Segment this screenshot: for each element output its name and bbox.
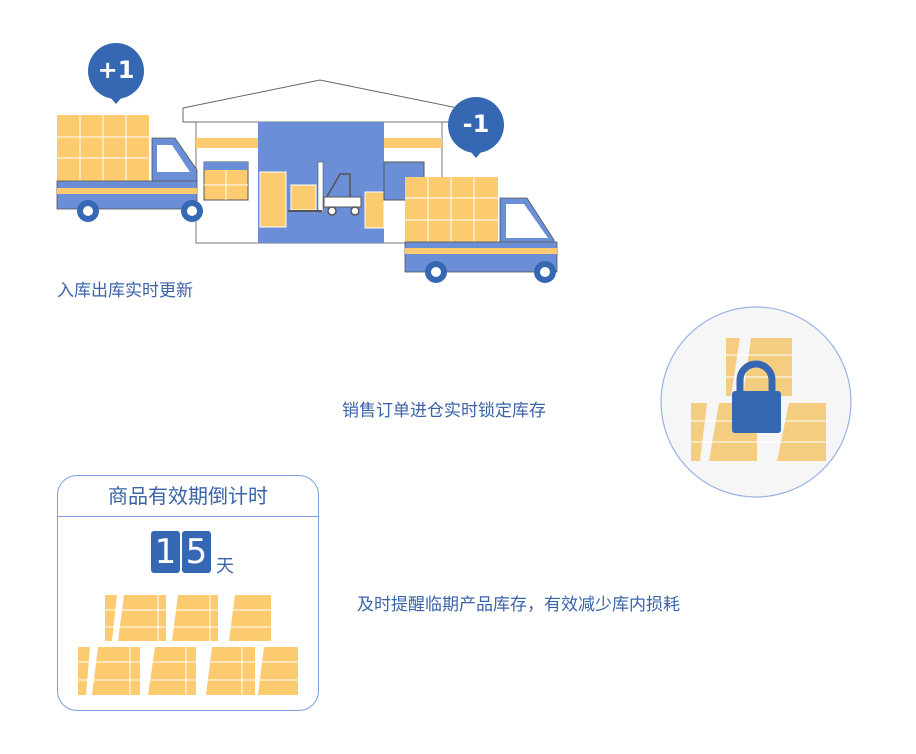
expiry-countdown-card: 商品有效期倒计时 1 5 天 [57,475,319,711]
inbound-badge-bubble [88,43,144,104]
inbound-truck-icon [56,115,203,222]
locked-inventory-icon [660,306,852,498]
countdown-unit: 天 [216,556,234,577]
lock-icon [732,360,781,433]
outbound-truck-icon [383,161,558,283]
outbound-badge-bubble [448,97,504,158]
lock-inventory-caption: 销售订单进仓实时锁定库存 [342,401,546,421]
product-stack-icon [75,595,300,695]
countdown-digit: 5 [182,531,211,573]
expiry-caption: 及时提醒临期产品库存，有效减少库内损耗 [357,595,680,615]
forklift-icon [288,161,362,216]
countdown-digit: 1 [151,531,180,573]
inbound-badge: +1 [97,56,135,84]
outbound-badge: -1 [462,110,490,138]
card-title: 商品有效期倒计时 [58,476,318,517]
inbound-outbound-caption: 入库出库实时更新 [57,281,193,301]
